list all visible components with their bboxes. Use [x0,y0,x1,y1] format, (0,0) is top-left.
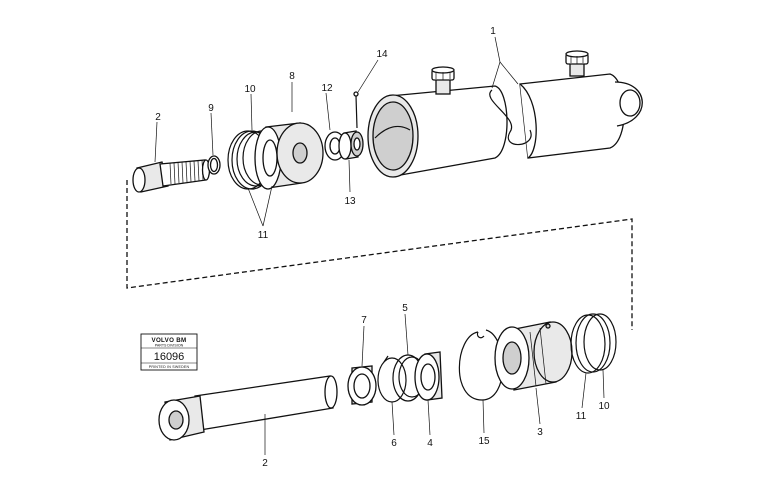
part-2-bolt [132,159,211,193]
part-7-guide-ring [347,365,377,406]
callout-11-top: 11 [258,230,269,241]
tube-break-loop [489,89,532,146]
part-6-ring [377,355,407,403]
callout-13: 13 [344,196,356,207]
callout-2-bottom: 2 [262,458,268,469]
callout-6: 6 [391,438,397,449]
callout-5: 5 [402,303,408,314]
part-14-pin [353,91,359,129]
callout-11-bottom: 11 [576,411,587,422]
callout-10-top: 10 [244,84,256,95]
part-13-nut [338,130,364,160]
callout-10-bottom: 10 [598,401,610,412]
callout-14: 14 [376,49,388,60]
callout-3: 3 [537,427,543,438]
part-9-o-ring [207,155,221,175]
callout-1: 1 [490,26,496,37]
part-4-bushing [414,351,443,401]
leader-lines [154,36,605,455]
part-2-piston-rod [158,375,338,441]
callout-numbers: 1 14 8 12 10 9 2 11 13 7 5 6 4 15 3 11 1… [155,26,610,469]
part-3-cylinder-head [494,321,573,391]
stamp-number: 16096 [154,351,185,363]
callout-9: 9 [208,103,214,114]
stamp-subtitle: PARTS DIVISION [155,344,184,348]
callout-4: 4 [427,438,433,449]
part-1-cylinder-rear [519,50,643,159]
callout-12: 12 [321,83,333,94]
stamp-footer: PRINTED IN SWEDEN [149,365,190,369]
volvo-bm-stamp: VOLVO BM PARTS DIVISION 16096 PRINTED IN… [140,333,198,371]
part-1-cylinder-tube [367,66,508,178]
callout-7: 7 [361,315,367,326]
callout-8: 8 [289,71,295,82]
callout-15: 15 [478,436,490,447]
part-8-piston [254,122,324,190]
assembly-dashed-line [126,180,633,330]
callout-2-top: 2 [155,112,161,123]
part-11-10-rings-bottom [570,313,617,374]
stamp-brand: VOLVO BM [152,337,187,344]
